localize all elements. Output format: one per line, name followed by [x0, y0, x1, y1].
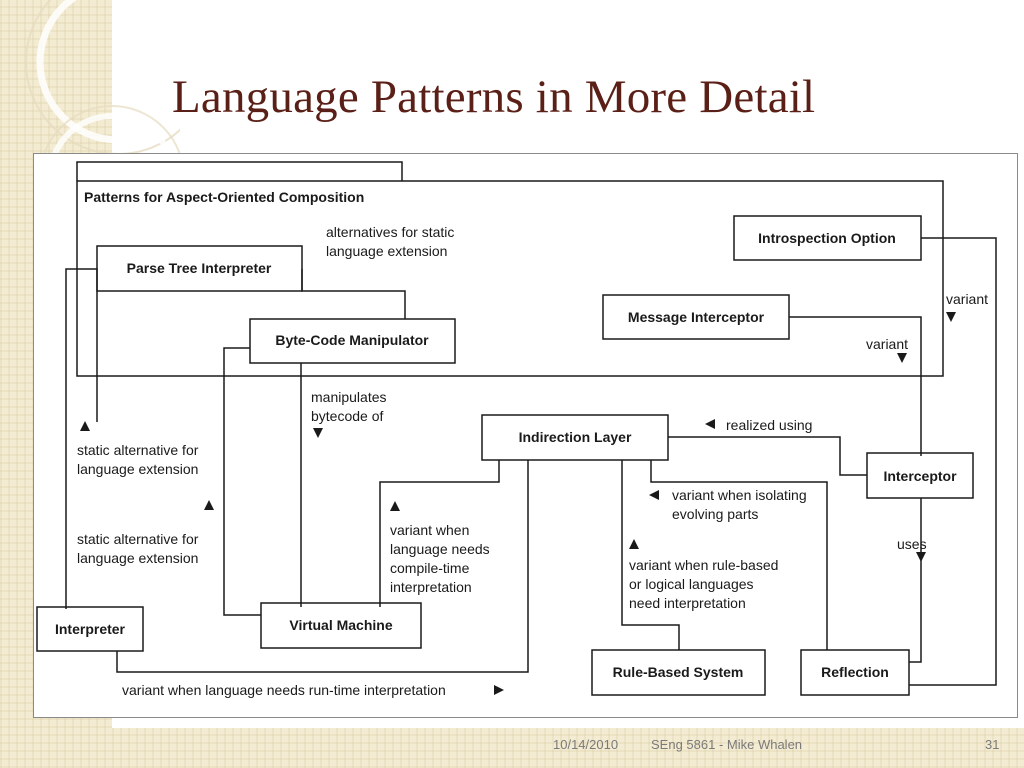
connector-message-interceptor-to-interceptor	[789, 316, 922, 456]
label-introspection-option: Introspection Option	[758, 230, 896, 246]
box-indirection-layer	[481, 414, 669, 461]
box-virtual-machine	[260, 602, 422, 649]
slide-title: Language Patterns in More Detail	[172, 71, 816, 123]
relation-label: static alternative for	[77, 442, 199, 458]
relation-label: need interpretation	[629, 595, 746, 611]
group-title: Patterns for Aspect-Oriented Composition	[84, 189, 364, 205]
arrow-up-icon	[390, 501, 400, 511]
relation-label: variant when isolating	[672, 487, 807, 503]
label-reflection: Reflection	[821, 664, 889, 680]
label-indirection-layer: Indirection Layer	[519, 429, 632, 445]
label-rule-based-system: Rule-Based System	[613, 664, 744, 680]
relation-label: static alternative for	[77, 531, 199, 547]
box-message-interceptor	[602, 294, 790, 340]
connector-indirection-to-interceptor	[668, 436, 867, 476]
arrow-up-icon	[204, 500, 214, 510]
box-interpreter	[36, 606, 144, 652]
arrow-up-icon	[629, 539, 639, 549]
label-byte-code-manipulator: Byte-Code Manipulator	[275, 332, 429, 348]
box-introspection-option	[733, 215, 922, 261]
connector-indirection-to-rule-based	[621, 460, 680, 650]
relation-label: language needs	[390, 541, 490, 557]
relation-label: evolving parts	[672, 506, 758, 522]
relation-label: language extension	[326, 243, 447, 259]
arrow-left-icon	[649, 490, 659, 500]
relation-label: alternatives for static	[326, 224, 454, 240]
relation-label: manipulates	[311, 389, 387, 405]
relation-label: realized using	[726, 417, 812, 433]
label-virtual-machine: Virtual Machine	[289, 617, 392, 633]
box-byte-code-manipulator	[249, 318, 456, 364]
relation-label: language extension	[77, 550, 198, 566]
relation-label: variant	[866, 336, 908, 352]
arrow-left-icon	[705, 419, 715, 429]
connector-parse-tree-to-interpreter	[65, 268, 98, 609]
relation-label: or logical languages	[629, 576, 754, 592]
arrow-down-icon	[313, 428, 323, 438]
label-interpreter: Interpreter	[55, 621, 126, 637]
arrow-up-icon	[80, 421, 90, 431]
diagram-panel: Patterns for Aspect-Oriented Composition…	[33, 153, 1018, 718]
arrow-down-icon	[946, 312, 956, 322]
relation-label: variant when rule-based	[629, 557, 778, 573]
footer-date: 10/14/2010	[553, 737, 619, 752]
relation-label: compile-time	[390, 560, 470, 576]
footer-course: SEng 5861 - Mike Whalen	[651, 737, 803, 752]
relation-label: variant when language needs run-time int…	[122, 682, 446, 698]
relation-label: uses	[897, 536, 927, 552]
label-interceptor: Interceptor	[883, 468, 957, 484]
arrow-down-icon	[897, 353, 907, 363]
group-tab	[76, 161, 403, 181]
box-reflection	[800, 649, 910, 696]
connector-interceptor-to-reflection	[909, 498, 922, 663]
relation-label: bytecode of	[311, 408, 383, 424]
relation-label: interpretation	[390, 579, 472, 595]
label-message-interceptor: Message Interceptor	[628, 309, 765, 325]
slide-number: 31	[985, 737, 1000, 752]
relation-label: variant	[946, 291, 988, 307]
connector-indirection-to-vm	[379, 460, 500, 607]
arrow-right-icon	[494, 685, 504, 695]
pattern-diagram: Patterns for Aspect-Oriented Composition…	[36, 161, 997, 698]
group-frame	[76, 180, 944, 377]
relation-label: variant when	[390, 522, 469, 538]
background-pattern-bottom	[0, 728, 1024, 768]
relation-label: language extension	[77, 461, 198, 477]
label-parse-tree-interpreter: Parse Tree Interpreter	[127, 260, 272, 276]
connector-indirection-to-reflection	[650, 460, 828, 650]
connector-interpreter-to-indirection	[116, 460, 529, 673]
connector-byte-code-to-vm-left	[223, 347, 261, 616]
arrow-down-icon	[916, 552, 926, 562]
box-parse-tree-interpreter	[96, 245, 303, 292]
connector-parse-tree-to-byte-code	[301, 269, 406, 319]
connector-introspection-to-reflection	[909, 237, 997, 686]
box-rule-based-system	[591, 649, 766, 696]
box-interceptor	[866, 452, 974, 499]
